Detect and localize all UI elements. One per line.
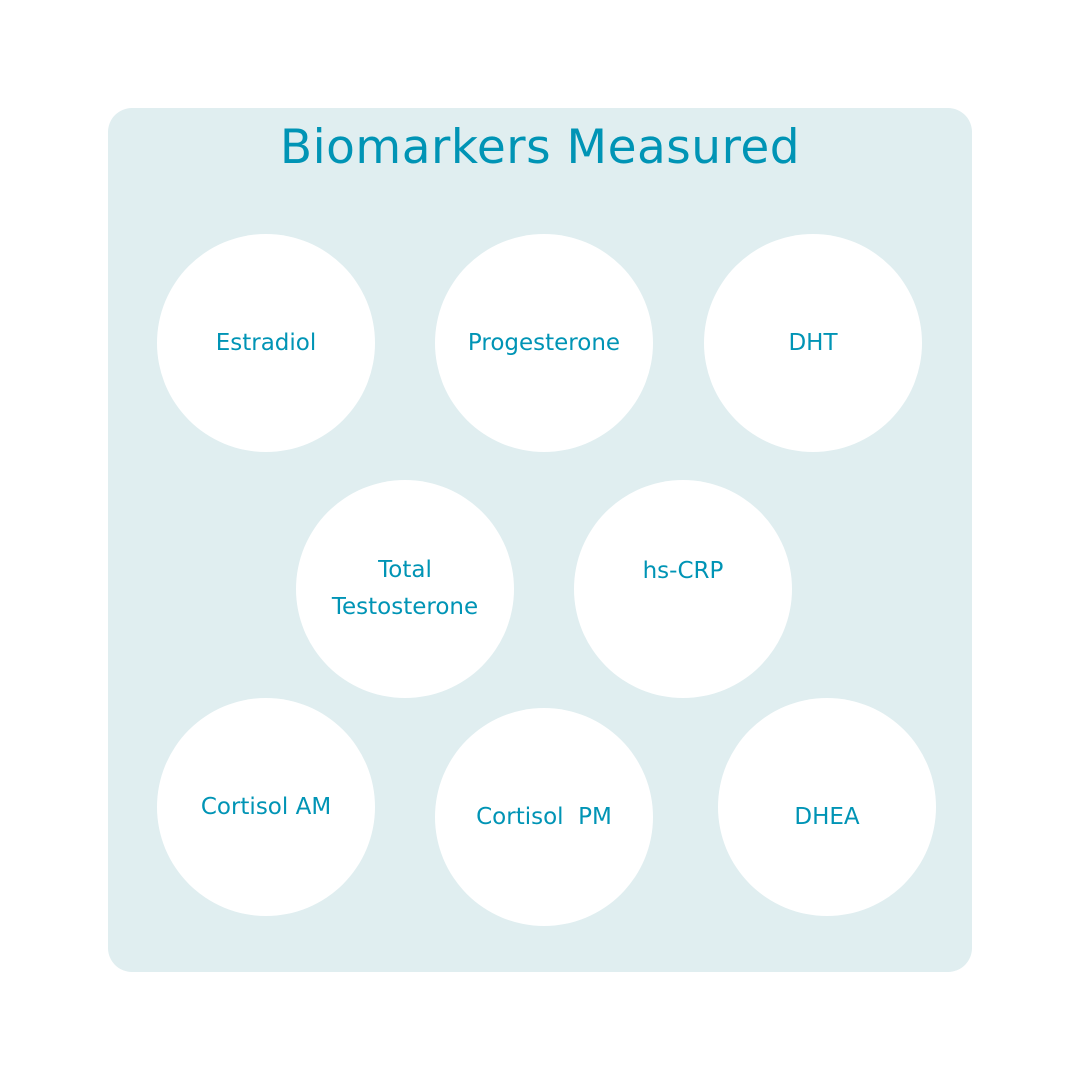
biomarker-dhea: DHEA [718, 698, 936, 916]
biomarker-label: Progesterone [467, 329, 621, 356]
biomarker-label: DHEA [794, 803, 860, 830]
biomarker-progesterone: Progesterone [435, 234, 653, 452]
biomarker-total-testosterone: Total Testosterone [296, 480, 514, 698]
biomarker-cortisol-pm: Cortisol PM [435, 708, 653, 926]
biomarker-label: Cortisol PM [476, 803, 612, 830]
biomarker-label: Total Testosterone [331, 557, 479, 620]
biomarker-estradiol: Estradiol [157, 234, 375, 452]
page-title: Biomarkers Measured [279, 120, 801, 175]
biomarker-label: Estradiol [215, 329, 317, 356]
biomarker-label: DHT [788, 329, 838, 356]
biomarker-label: hs-CRP [642, 557, 724, 584]
biomarker-dht: DHT [704, 234, 922, 452]
biomarker-label: Cortisol AM [200, 793, 332, 820]
biomarker-hs-crp: hs-CRP [574, 480, 792, 698]
biomarker-cortisol-am: Cortisol AM [157, 698, 375, 916]
